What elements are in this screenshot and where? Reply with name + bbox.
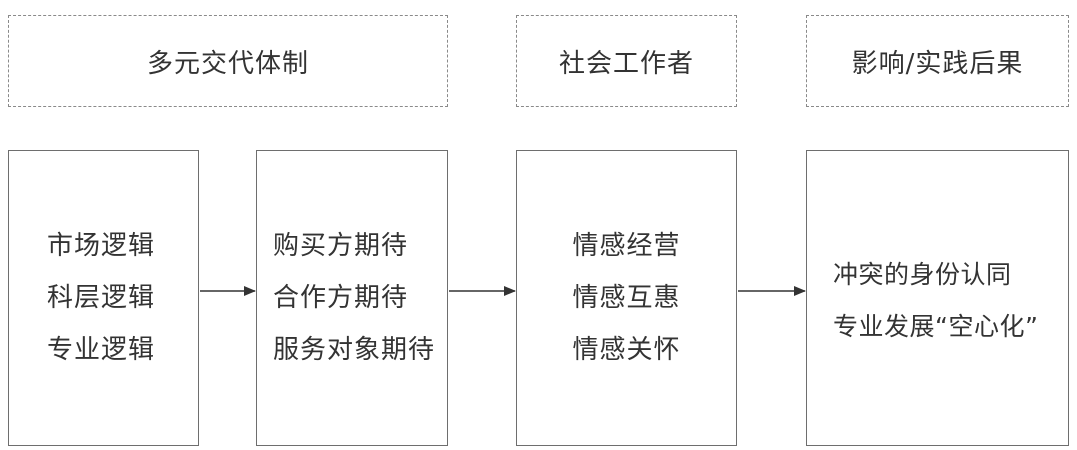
logic-item: 专业逻辑 — [47, 335, 156, 365]
expectation-item: 购买方期待 — [273, 231, 409, 261]
header-multi-institution-label: 多元交代体制 — [146, 48, 309, 79]
emotions-box: 情感经营 情感互惠 情感关怀 — [516, 150, 737, 446]
outcome-item: 冲突的身份认同 — [833, 260, 1012, 289]
logics-box: 市场逻辑 科层逻辑 专业逻辑 — [8, 150, 199, 446]
header-social-worker-box: 社会工作者 — [516, 15, 737, 107]
logic-item: 科层逻辑 — [47, 283, 156, 313]
header-social-worker-label: 社会工作者 — [558, 48, 694, 79]
outcome-item: 专业发展“空心化” — [833, 312, 1039, 341]
outcomes-box: 冲突的身份认同 专业发展“空心化” — [806, 150, 1069, 446]
expectation-item: 服务对象期待 — [273, 335, 436, 365]
emotion-item: 情感关怀 — [572, 335, 681, 365]
header-impact-label: 影响/实践后果 — [851, 48, 1024, 79]
logic-item: 市场逻辑 — [47, 231, 156, 261]
header-impact-box: 影响/实践后果 — [806, 15, 1069, 107]
expectations-box: 购买方期待 合作方期待 服务对象期待 — [256, 150, 448, 446]
header-multi-institution-box: 多元交代体制 — [8, 15, 448, 107]
expectation-item: 合作方期待 — [273, 283, 409, 313]
emotion-item: 情感经营 — [572, 231, 681, 261]
emotion-item: 情感互惠 — [572, 283, 681, 313]
